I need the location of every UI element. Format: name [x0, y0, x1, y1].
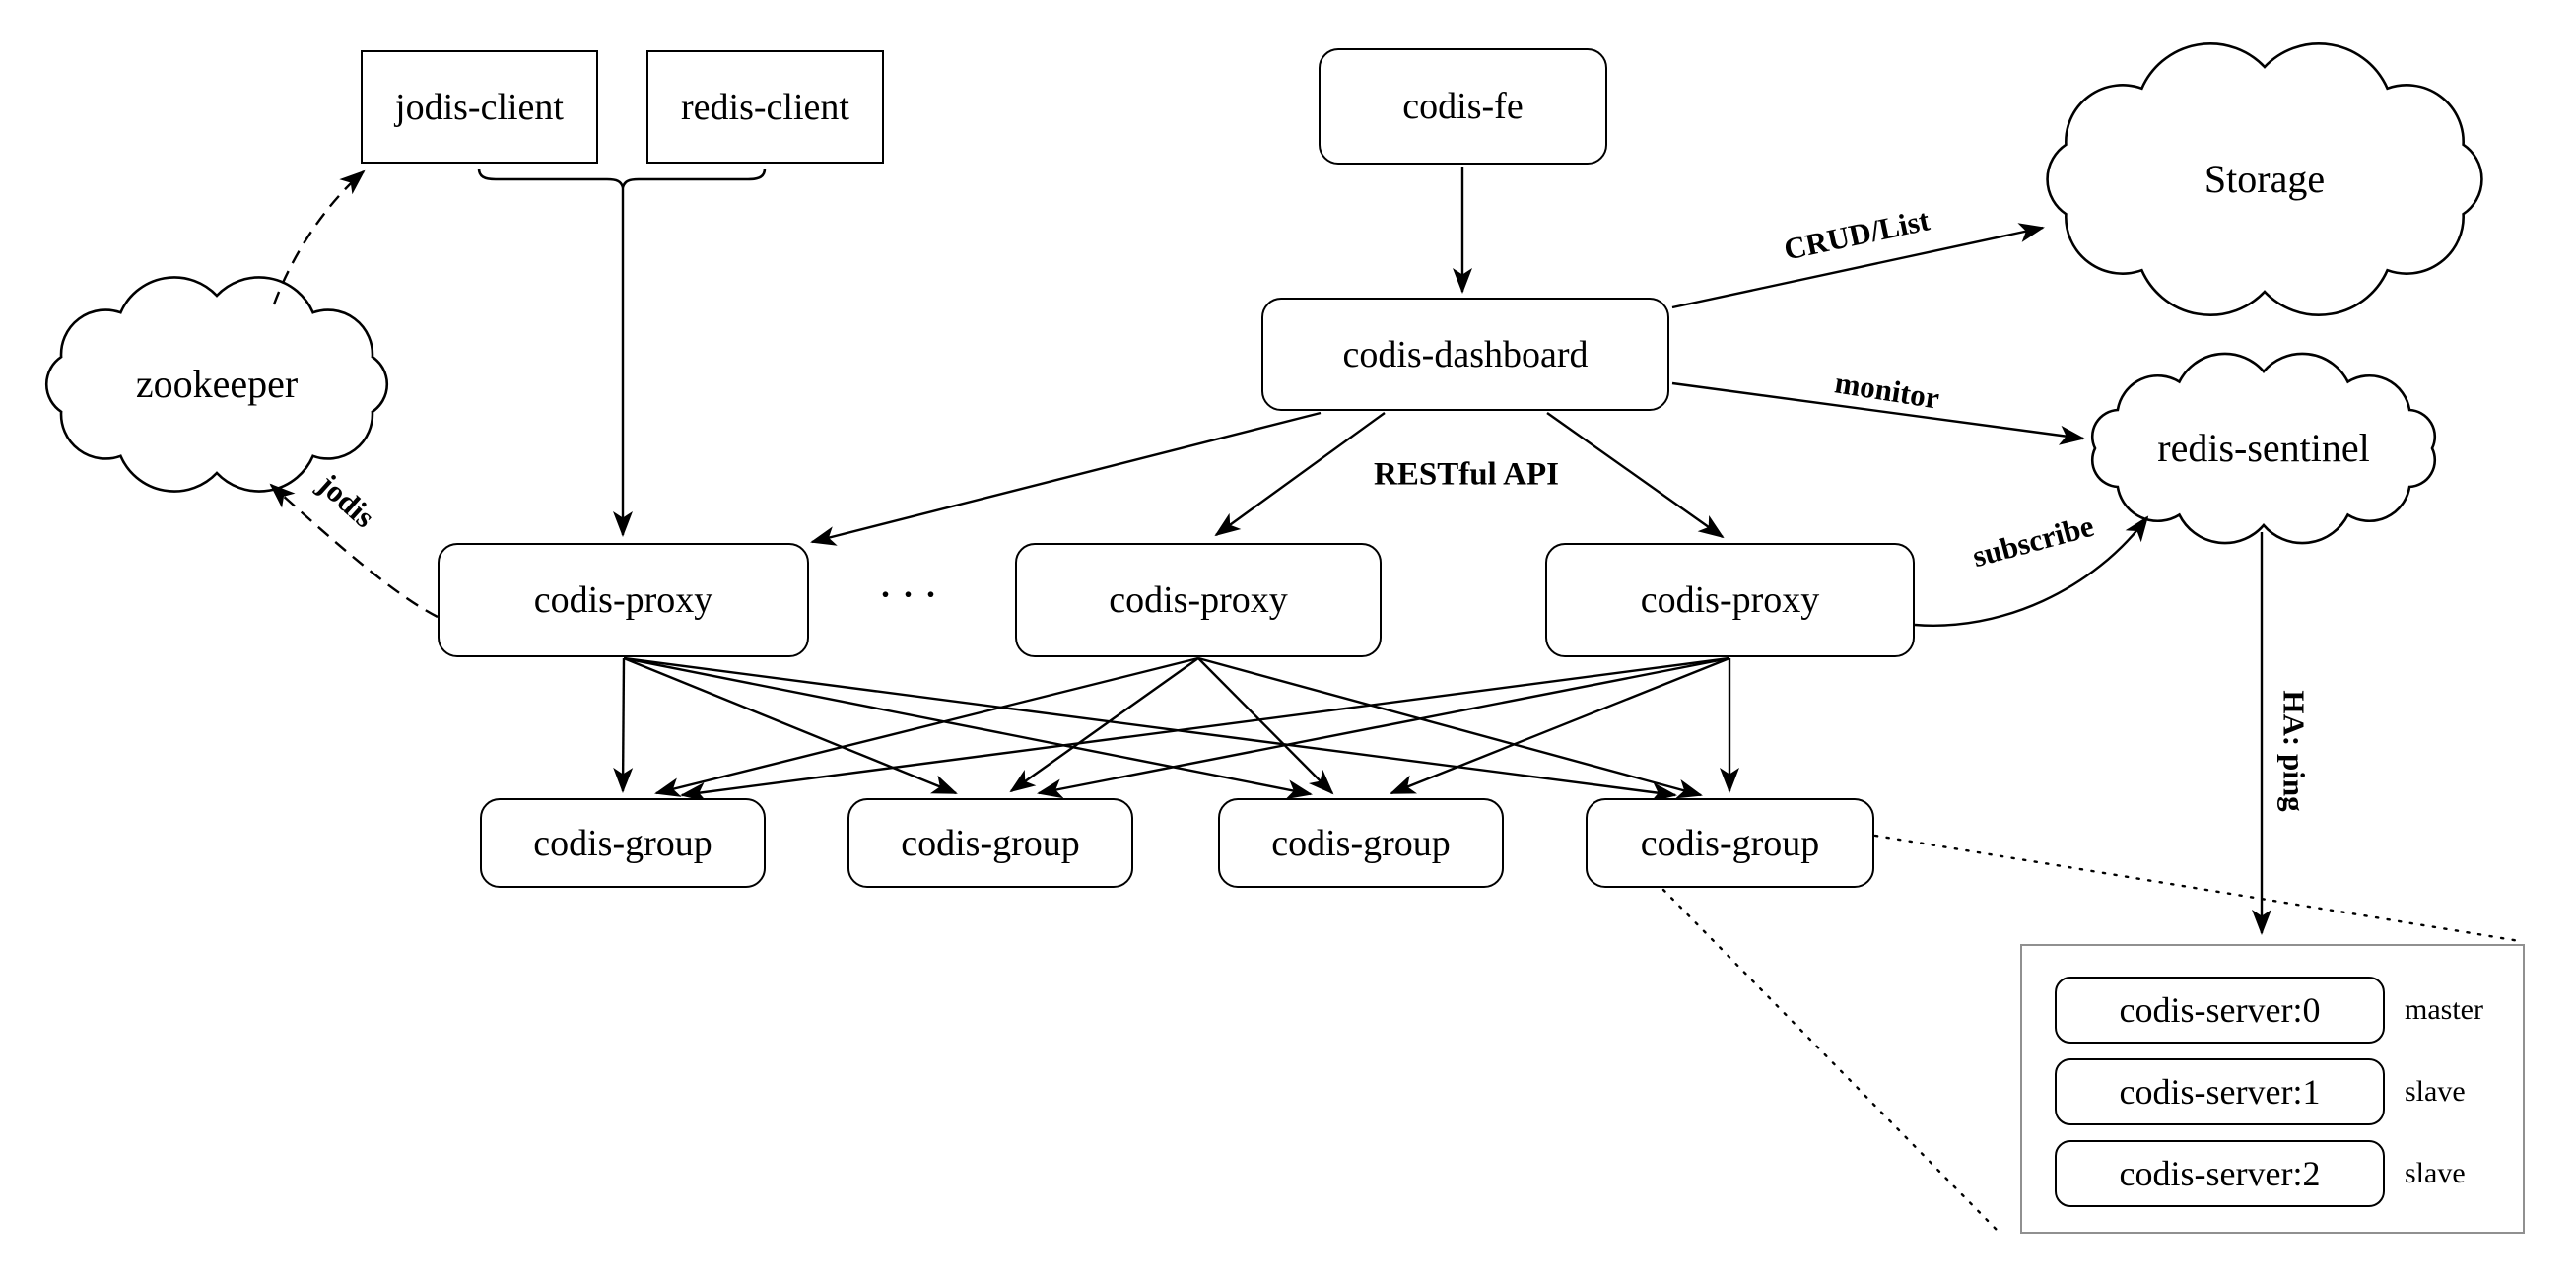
node-jodis-client: jodis-client — [361, 50, 598, 164]
node-codis-server-0: codis-server:0 — [2055, 977, 2385, 1044]
storage-cloud — [2046, 42, 2483, 316]
edge-proxy2-group2 — [1009, 657, 1199, 793]
server-2-role-label: slave — [2405, 1157, 2466, 1189]
clients-brace — [477, 168, 767, 192]
node-codis-group-3: codis-group — [1218, 798, 1504, 888]
edge-proxy2-group3 — [1197, 657, 1334, 795]
link-group4-container-bottomleft — [1661, 888, 1999, 1232]
proxy-ellipsis: ··· — [877, 569, 946, 621]
restful-api-edge-label: RESTful API — [1374, 456, 1559, 493]
edge-proxy1-zookeeper-jodis — [269, 483, 439, 619]
node-codis-group-2: codis-group — [847, 798, 1133, 888]
zookeeper-cloud — [44, 276, 389, 493]
node-codis-fe: codis-fe — [1319, 48, 1607, 165]
edge-proxy1-group1 — [613, 657, 634, 793]
node-codis-proxy-3: codis-proxy — [1545, 543, 1915, 657]
edge-dashboard-proxy3 — [1546, 412, 1725, 539]
node-codis-group-4: codis-group — [1586, 798, 1874, 888]
edge-zookeeper-jodisclient — [272, 169, 366, 305]
server-0-role-label: master — [2405, 993, 2483, 1026]
server-1-role-label: slave — [2405, 1075, 2466, 1108]
edge-proxy1-group2 — [623, 656, 958, 795]
storage-label: Storage — [2203, 157, 2326, 201]
edge-proxy2-group1 — [654, 656, 1199, 797]
edge-proxy2-group4 — [1197, 656, 1703, 799]
edge-proxy3-group1 — [680, 656, 1730, 802]
edge-dashboard-sentinel — [1671, 381, 2085, 445]
node-codis-proxy-2: codis-proxy — [1015, 543, 1382, 657]
edge-dashboard-proxy1 — [810, 411, 1322, 546]
edge-proxy1-group3 — [623, 656, 1313, 800]
edge-proxy1-group4 — [623, 656, 1677, 802]
redis-sentinel-label: redis-sentinel — [2157, 426, 2370, 470]
edge-dashboard-storage — [1671, 223, 2045, 309]
node-codis-dashboard: codis-dashboard — [1261, 298, 1669, 411]
redis-sentinel-cloud — [2090, 352, 2437, 545]
ha-ping-edge-label: HA: ping — [2276, 690, 2312, 812]
node-codis-server-2: codis-server:2 — [2055, 1140, 2385, 1207]
node-codis-server-1: codis-server:1 — [2055, 1058, 2385, 1125]
edge-proxy3-group2 — [1037, 656, 1730, 799]
node-codis-group-1: codis-group — [480, 798, 766, 888]
node-redis-client: redis-client — [646, 50, 884, 164]
zookeeper-label: zookeeper — [135, 362, 299, 406]
edge-proxy3-group3 — [1390, 656, 1730, 795]
edge-proxy3-sentinel-subscribe — [1914, 515, 2149, 627]
link-group4-container-topright — [1873, 834, 2522, 943]
edge-dashboard-proxy2 — [1214, 412, 1386, 537]
node-codis-proxy-1: codis-proxy — [438, 543, 809, 657]
